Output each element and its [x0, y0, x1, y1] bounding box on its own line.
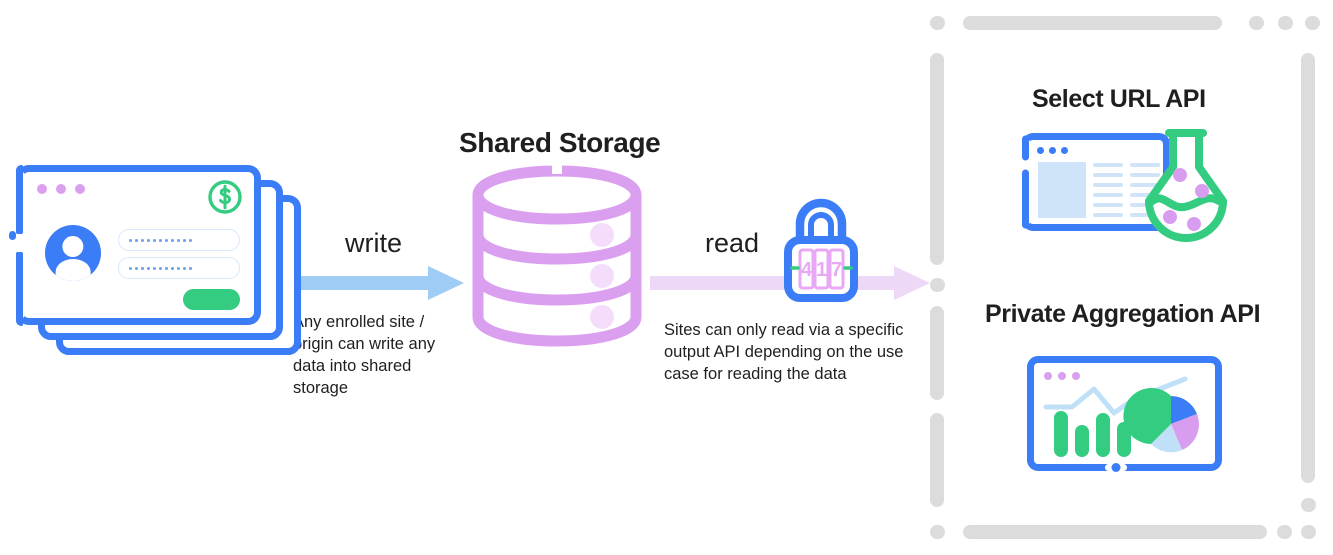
lock-digit-3: 7: [831, 259, 842, 281]
window-dot: [1037, 147, 1044, 154]
flask-icon: [1145, 129, 1227, 242]
lock-digit-2: 1: [816, 259, 827, 281]
dashboard-chart-graphics: [1043, 376, 1199, 457]
window-dot: [56, 184, 66, 194]
pie-chart: [1123, 388, 1199, 453]
content-image-block: [1038, 162, 1086, 218]
private-aggregation-api-title: Private Aggregation API: [985, 300, 1261, 328]
window-dot: [1061, 147, 1068, 154]
window-edge-dashes: [1022, 135, 1134, 231]
window-dot: [1049, 147, 1056, 154]
pie-slice-lightblue: [1151, 424, 1182, 453]
write-arrow-icon: [288, 266, 464, 300]
password-field-2[interactable]: [118, 257, 240, 279]
window-dot: [1072, 372, 1080, 380]
database-cylinder-icon: [468, 165, 646, 347]
read-caption: Sites can only read via a specific outpu…: [664, 321, 904, 384]
read-arrow-label: read: [705, 228, 760, 258]
dollar-coin-icon: [208, 180, 242, 214]
bar-series: [1054, 411, 1131, 457]
password-field-1[interactable]: [118, 229, 240, 251]
window-dot: [37, 184, 47, 194]
flask-dot: [1163, 210, 1177, 224]
browser-window-front: [16, 165, 261, 326]
window-dots: [1044, 372, 1080, 380]
write-caption: Any enrolled site / origin can write any…: [293, 313, 436, 398]
write-arrow-label: write: [345, 228, 403, 258]
bar: [1054, 411, 1068, 457]
bar: [1117, 422, 1131, 457]
user-avatar-icon: [45, 225, 101, 281]
bar: [1075, 425, 1089, 457]
window-dots: [37, 184, 85, 194]
pie-slice-green: [1123, 388, 1171, 444]
window-dot: [75, 184, 85, 194]
dashboard-window: [1027, 356, 1222, 471]
bar: [1096, 413, 1110, 457]
pie-slice-blue: [1171, 396, 1197, 424]
select-url-api-title: Select URL API: [1032, 85, 1206, 113]
lock-digit-1: 4: [801, 259, 813, 281]
flask-dot: [1195, 184, 1209, 198]
window-edge-dashes: [1105, 463, 1127, 472]
lock-dials: 4 1 7: [798, 248, 845, 290]
pie-slice-purple: [1171, 414, 1199, 450]
window-dot: [1058, 372, 1066, 380]
output-card-select-url-api: Select URL API: [1010, 85, 1240, 255]
combination-lock-icon: 4 1 7: [780, 196, 862, 304]
window-dot: [1044, 372, 1052, 380]
submit-button[interactable]: [183, 289, 240, 310]
source-browser-stack: [9, 165, 306, 360]
output-apis-frame: [920, 8, 1325, 548]
flask-dot: [1187, 217, 1201, 231]
shared-storage-title: Shared Storage: [459, 127, 661, 158]
window-edge-dot: [9, 231, 16, 240]
window-dots: [1037, 147, 1068, 154]
output-card-private-aggregation-api: Private Aggregation API: [985, 300, 1285, 490]
flask-dot: [1173, 168, 1187, 182]
